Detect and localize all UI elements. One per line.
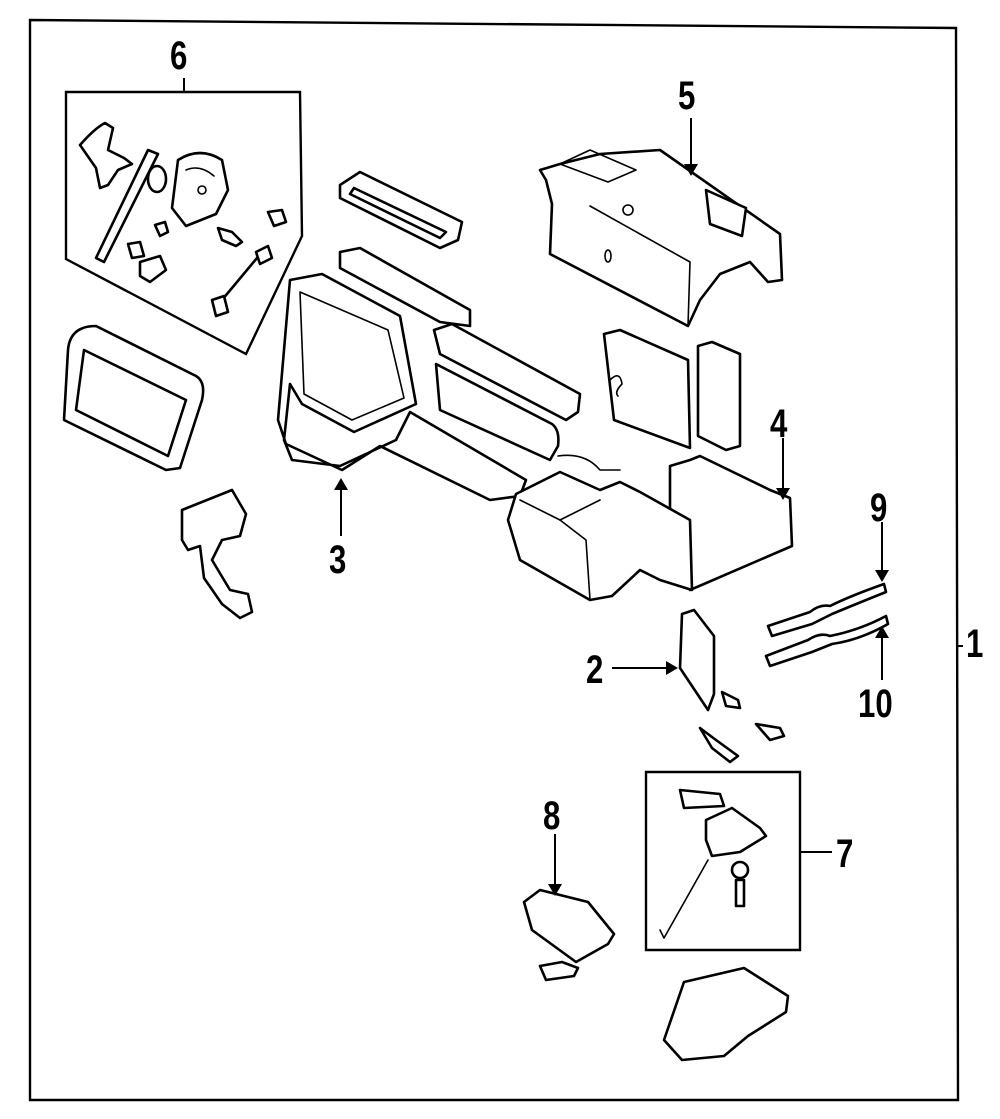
callout-3: 3 xyxy=(329,538,347,582)
callout-8: 8 xyxy=(543,794,561,838)
part-gasket-left xyxy=(62,324,205,472)
part-10-tube xyxy=(764,614,890,668)
part-8-actuator xyxy=(522,888,616,982)
callout-5: 5 xyxy=(678,74,696,118)
callout-4: 4 xyxy=(770,402,788,446)
part-2-bracket xyxy=(678,608,786,764)
assembly-frame xyxy=(28,18,963,1102)
callout-10: 10 xyxy=(858,682,893,726)
callout-9: 9 xyxy=(870,486,888,530)
part-5-upper-case xyxy=(538,148,784,328)
callout-2: 2 xyxy=(586,648,604,692)
callout-6: 6 xyxy=(170,34,188,78)
part-bracket-bottom xyxy=(662,966,790,1062)
leader-lines xyxy=(334,118,889,896)
part-4-housing xyxy=(506,328,794,602)
part-3-lower-case xyxy=(276,246,621,502)
part-6-kit-box xyxy=(64,78,304,356)
part-blower-resistor xyxy=(180,488,254,620)
callout-1: 1 xyxy=(966,622,984,666)
part-9-tube xyxy=(766,582,888,638)
callout-7: 7 xyxy=(836,832,854,876)
part-7-kit-box xyxy=(644,770,832,952)
part-gasket-top xyxy=(338,170,464,250)
